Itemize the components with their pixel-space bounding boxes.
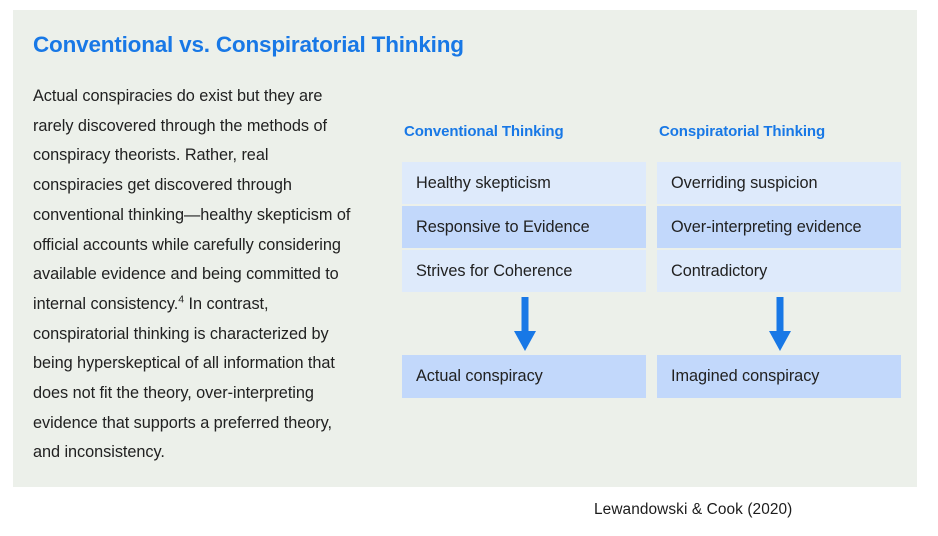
body-paragraph: Actual conspiracies do exist but they ar…	[33, 82, 355, 468]
attribution-citation: Lewandowski & Cook (2020)	[594, 501, 793, 518]
table-cell: Strives for Coherence	[402, 250, 646, 292]
down-arrow-icon	[769, 297, 791, 351]
down-arrow-icon	[514, 297, 536, 351]
body-text-part2: In contrast, conspiratorial thinking is …	[33, 294, 335, 462]
outcome-cell-actual-conspiracy: Actual conspiracy	[402, 355, 646, 398]
body-text-part1: Actual conspiracies do exist but they ar…	[33, 87, 351, 313]
column-header-conventional: Conventional Thinking	[404, 123, 564, 140]
comparison-table: Conventional Thinking Conspiratorial Thi…	[390, 115, 901, 400]
footnote-marker: 4	[178, 293, 185, 306]
table-cell: Overriding suspicion	[657, 162, 901, 204]
infographic-card: Conventional vs. Conspiratorial Thinking…	[13, 10, 917, 487]
outcome-cell-imagined-conspiracy: Imagined conspiracy	[657, 355, 901, 398]
table-cell: Healthy skepticism	[402, 162, 646, 204]
table-cell: Over-interpreting evidence	[657, 206, 901, 248]
page-title: Conventional vs. Conspiratorial Thinking	[33, 32, 464, 57]
table-cell: Responsive to Evidence	[402, 206, 646, 248]
table-cell: Contradictory	[657, 250, 901, 292]
column-header-conspiratorial: Conspiratorial Thinking	[659, 123, 826, 140]
